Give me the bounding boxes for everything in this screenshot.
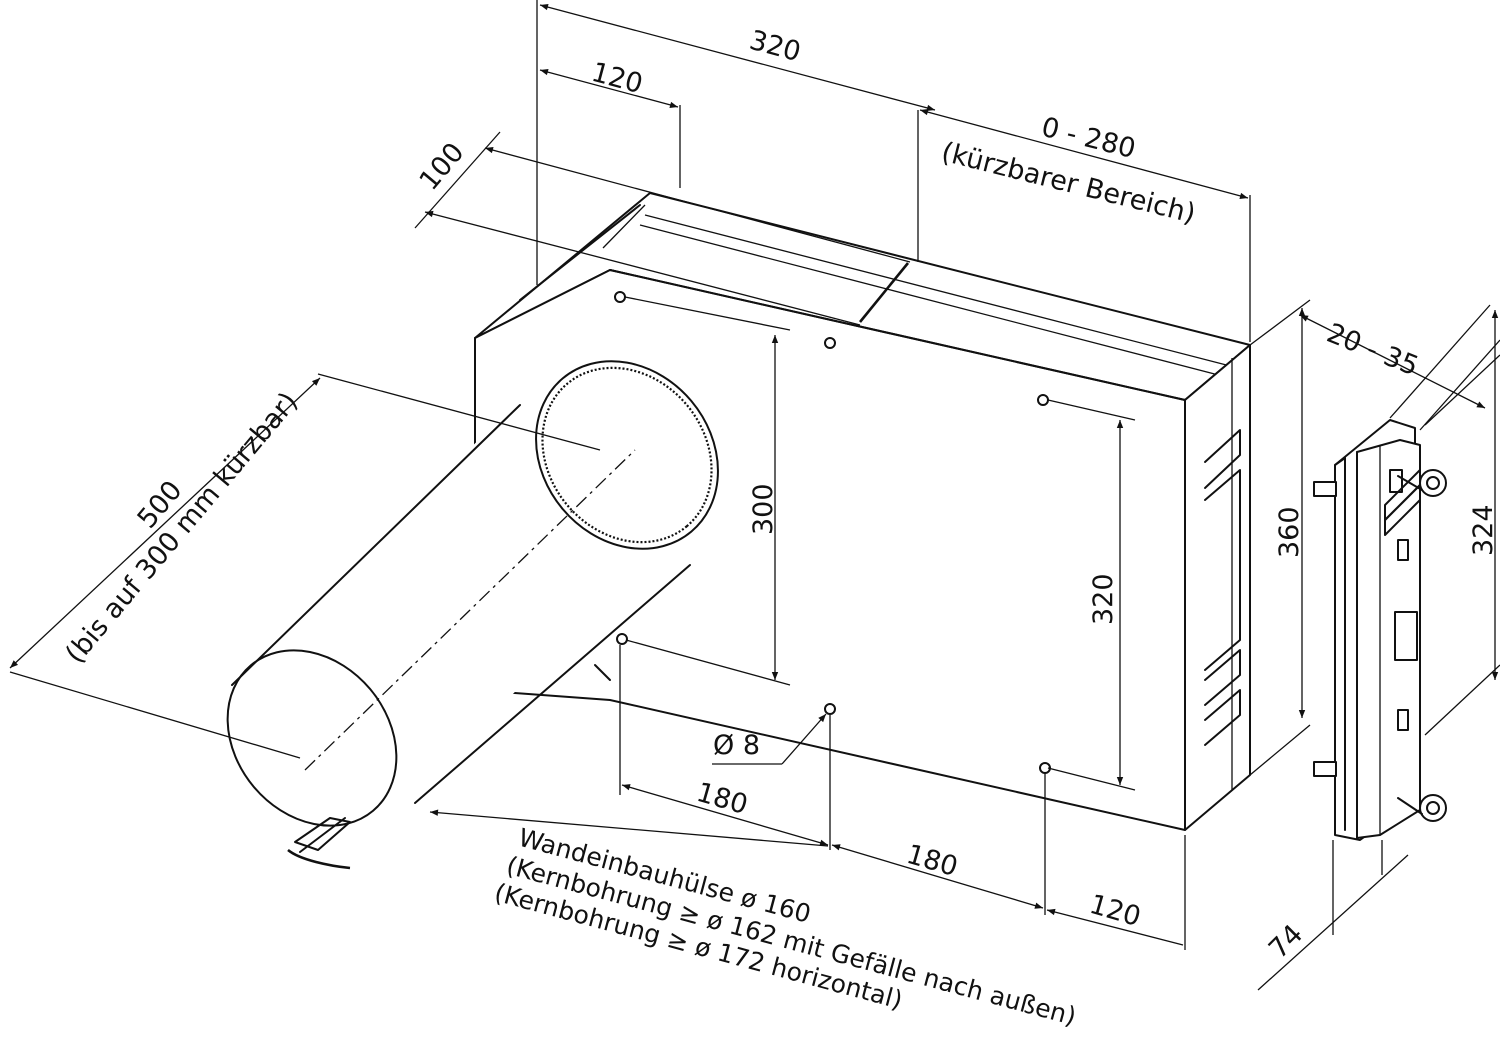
screw-bottom: [1397, 794, 1447, 822]
sleeve-label-line2: (Kernbohrung ≥ ø 162 mit Gefälle nach au…: [503, 851, 1079, 1031]
cover-slot: [1397, 709, 1409, 731]
mounting-hole: [824, 703, 836, 715]
dim-hole-diameter: Ø 8: [713, 730, 760, 761]
dim-hole-spacing-2: 180: [903, 839, 961, 883]
mounting-hole: [1037, 394, 1049, 406]
dim-hole-spacing-1: 180: [693, 777, 751, 821]
dim-inner-height: 320: [1088, 573, 1119, 625]
dim-top-depth: 100: [414, 137, 471, 196]
mounting-hole: [824, 337, 836, 349]
dim-cover-height: 324: [1468, 504, 1499, 556]
mounting-hole: [616, 633, 628, 645]
dim-edge-offset: 120: [1086, 889, 1144, 933]
dim-tube-length-note: (bis auf 300 mm kürzbar): [60, 387, 304, 670]
screw-top: [1397, 469, 1447, 497]
sleeve-label: Wandeinbauhülse ø 160 (Kernbohrung ≥ ø 1…: [491, 823, 1079, 1031]
dim-outer-height: 360: [1274, 506, 1305, 558]
cover-slot: [1397, 539, 1409, 561]
mounting-hole: [614, 291, 626, 303]
cover-plate: [1313, 419, 1447, 841]
side-clip-bottom: [1204, 649, 1241, 746]
cover-slot: [1389, 469, 1403, 493]
cover-slot: [1394, 611, 1418, 661]
side-clip-top: [1204, 429, 1241, 671]
dim-hole-spacing-vertical: 300: [748, 483, 779, 535]
dim-cuttable-note: (kürzbarer Bereich): [938, 137, 1198, 230]
dim-front-section: 120: [588, 57, 646, 100]
mounting-box: [474, 192, 1251, 831]
dimension-lines: [9, 0, 1500, 991]
hose-clamp: [287, 817, 351, 870]
dim-cover-depth: 74: [1263, 919, 1309, 965]
dim-cuttable-range: 0 - 280: [1038, 112, 1138, 165]
dim-cover-thickness: 20 - 35: [1322, 318, 1422, 383]
wall-sleeve-tube: [226, 360, 719, 870]
